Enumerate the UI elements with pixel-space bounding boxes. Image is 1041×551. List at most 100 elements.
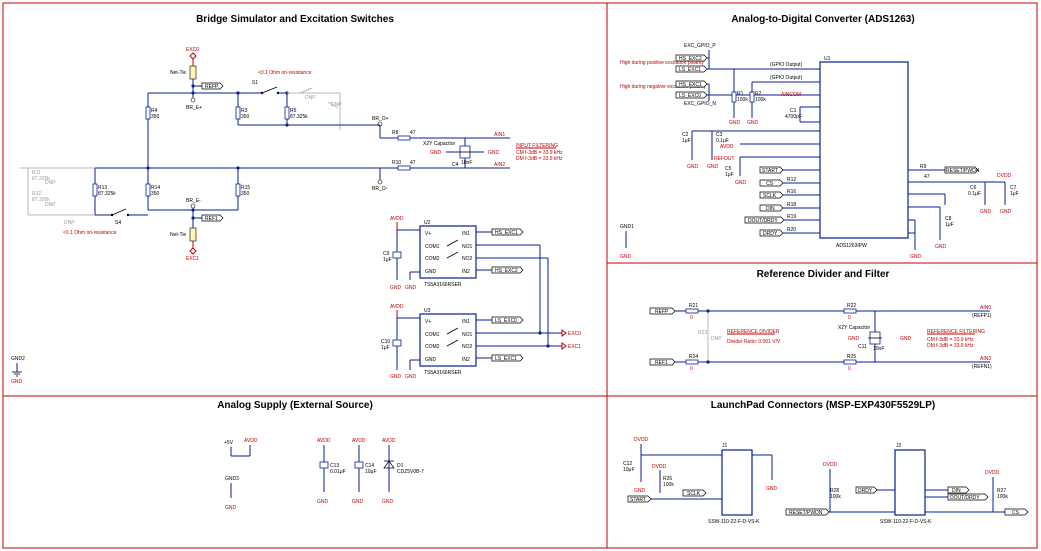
note-on-res-top: <0.1 Ohm on-resistance (258, 70, 312, 76)
exc0-out-port (561, 329, 567, 337)
svg-text:(GPIO Output): (GPIO Output) (770, 75, 803, 81)
svg-text:100k: 100k (997, 494, 1008, 500)
svg-text:R9: R9 (920, 164, 927, 170)
svg-text:0: 0 (848, 315, 851, 321)
svg-text:DVDD: DVDD (823, 462, 838, 468)
svg-text:GND: GND (747, 120, 759, 126)
exc0-label: EXC0 (186, 47, 199, 53)
svg-text:C9: C9 (383, 251, 390, 257)
svg-text:87.325k: 87.325k (32, 176, 50, 182)
din-flag-j2 (947, 486, 970, 494)
svg-text:R20: R20 (787, 227, 796, 233)
r8-value: 47 (410, 130, 416, 136)
dout-flag-j2 (947, 493, 989, 501)
svg-text:TS5A3166RSER: TS5A3166RSER (424, 282, 462, 288)
r14-label: R14 (151, 185, 160, 191)
launchpad-section-title: LaunchPad Connectors (MSP-EXP430F5529LP) (711, 400, 936, 411)
svg-text:0: 0 (848, 366, 851, 372)
analog-supply: +5V AVDD GND3 GND AVDD C13 0.01μF GND AV… (224, 438, 424, 511)
svg-text:AVDD: AVDD (382, 438, 396, 444)
svg-text:CM f-3dB = 33.9 kHz: CM f-3dB = 33.9 kHz (927, 337, 974, 343)
svg-text:C10: C10 (381, 339, 390, 345)
dnp-switch-upper: DNP DNP (287, 87, 342, 130)
svg-text:AVDD: AVDD (317, 438, 331, 444)
r10-label: R10 (392, 160, 401, 166)
nettie1 (189, 65, 197, 80)
svg-text:SCLK: SCLK (763, 193, 777, 199)
svg-text:GND: GND (1000, 209, 1012, 215)
svg-text:R26: R26 (663, 476, 672, 482)
svg-text:100k: 100k (830, 494, 841, 500)
hs-exc1-flag-adc (675, 80, 708, 88)
svg-text:NO1: NO1 (462, 332, 473, 338)
svg-text:0.1μF: 0.1μF (716, 138, 729, 144)
svg-text:R24: R24 (689, 354, 698, 360)
svg-text:1μF: 1μF (381, 345, 390, 351)
sclk-flag (759, 191, 784, 199)
svg-text:R11: R11 (32, 170, 41, 176)
svg-text:HS_EXC1: HS_EXC1 (679, 82, 702, 88)
gnd-l-x2y: GND (430, 150, 442, 156)
svg-text:R18: R18 (787, 202, 796, 208)
s4-label: S4 (115, 220, 121, 226)
svg-text:EXC_GPIO_P: EXC_GPIO_P (684, 43, 716, 49)
svg-text:C7: C7 (1010, 185, 1017, 191)
c4-label: C4 (452, 162, 459, 168)
svg-text:High during negative excitatio: High during negative excitation polarity (620, 84, 706, 90)
gnd2-label: GND2 (11, 356, 25, 362)
svg-text:AINCOM: AINCOM (781, 92, 801, 98)
svg-text:COM2: COM2 (425, 344, 440, 350)
br-on-label: BR_O- (372, 186, 388, 192)
svg-text:DNP: DNP (331, 102, 342, 108)
svg-text:V+: V+ (425, 319, 431, 325)
hs-exc2-flag-u2 (491, 266, 524, 274)
svg-text:GND1: GND1 (620, 224, 634, 230)
svg-text:GND: GND (390, 374, 402, 380)
ref1-flag-label: REF1 (205, 216, 218, 222)
svg-text:HS_EXC1: HS_EXC1 (495, 230, 518, 236)
svg-text:C5: C5 (725, 166, 732, 172)
svg-text:DVDD: DVDD (997, 173, 1012, 179)
svg-text:GND: GND (11, 379, 23, 385)
refp-flag-label: REFP (205, 84, 219, 90)
svg-text:GND: GND (405, 285, 417, 291)
svg-text:DNP: DNP (711, 336, 722, 342)
svg-text:D1: D1 (397, 463, 404, 469)
svg-text:DNP: DNP (305, 95, 316, 101)
svg-text:U1: U1 (824, 56, 831, 62)
svg-text:+5V: +5V (224, 440, 234, 446)
svg-text:C6: C6 (970, 185, 977, 191)
svg-text:GND: GND (687, 164, 699, 170)
svg-text:LS_EXC0: LS_EXC0 (679, 93, 701, 99)
svg-text:R27: R27 (997, 488, 1006, 494)
svg-text:REF1: REF1 (655, 360, 668, 366)
bridge-simulator: EXC0 Net-Tie REFP BR_E+ <0.1 Ohm on-resi… (11, 47, 563, 385)
svg-text:C12: C12 (623, 461, 632, 467)
nettie2-label: Net-Tie (170, 232, 186, 238)
svg-text:R12: R12 (787, 177, 796, 183)
svg-text:COM2: COM2 (425, 256, 440, 262)
c4-value: 10nF (461, 160, 472, 166)
launchpad-connectors: DVDD C12 10μF GND DVDD R26 100k START SC… (623, 437, 1029, 525)
analog-switch-u2: AVDD C9 1μF GND GND U2 TS5A3166RSER V+ C… (383, 216, 548, 291)
hs-exc1-flag-u2 (491, 228, 524, 236)
svg-text:AVDD: AVDD (390, 304, 404, 310)
svg-text:J2: J2 (896, 443, 902, 449)
svg-text:R12: R12 (32, 191, 41, 197)
r4-value: 350 (151, 114, 160, 120)
reset-flag (944, 166, 979, 174)
drdy-flag (759, 229, 784, 237)
svg-text:SSW-110-22-F-D-VS-K: SSW-110-22-F-D-VS-K (708, 519, 760, 525)
exc1-port (189, 247, 197, 255)
svg-text:0.01μF: 0.01μF (330, 469, 346, 475)
sclk-flag-j1 (682, 489, 707, 497)
reference-divider: REFP R21 0 REF1 R24 0 R23 DNP REFERENCE … (649, 303, 992, 372)
svg-text:R22: R22 (847, 303, 856, 309)
supply-section-title: Analog Supply (External Source) (217, 400, 373, 411)
svg-text:100k: 100k (755, 97, 766, 103)
svg-text:GND: GND (729, 120, 741, 126)
svg-text:R16: R16 (787, 189, 796, 195)
r5-label: R5 (290, 108, 297, 114)
svg-text:EXC_GPIO_N: EXC_GPIO_N (684, 101, 716, 107)
